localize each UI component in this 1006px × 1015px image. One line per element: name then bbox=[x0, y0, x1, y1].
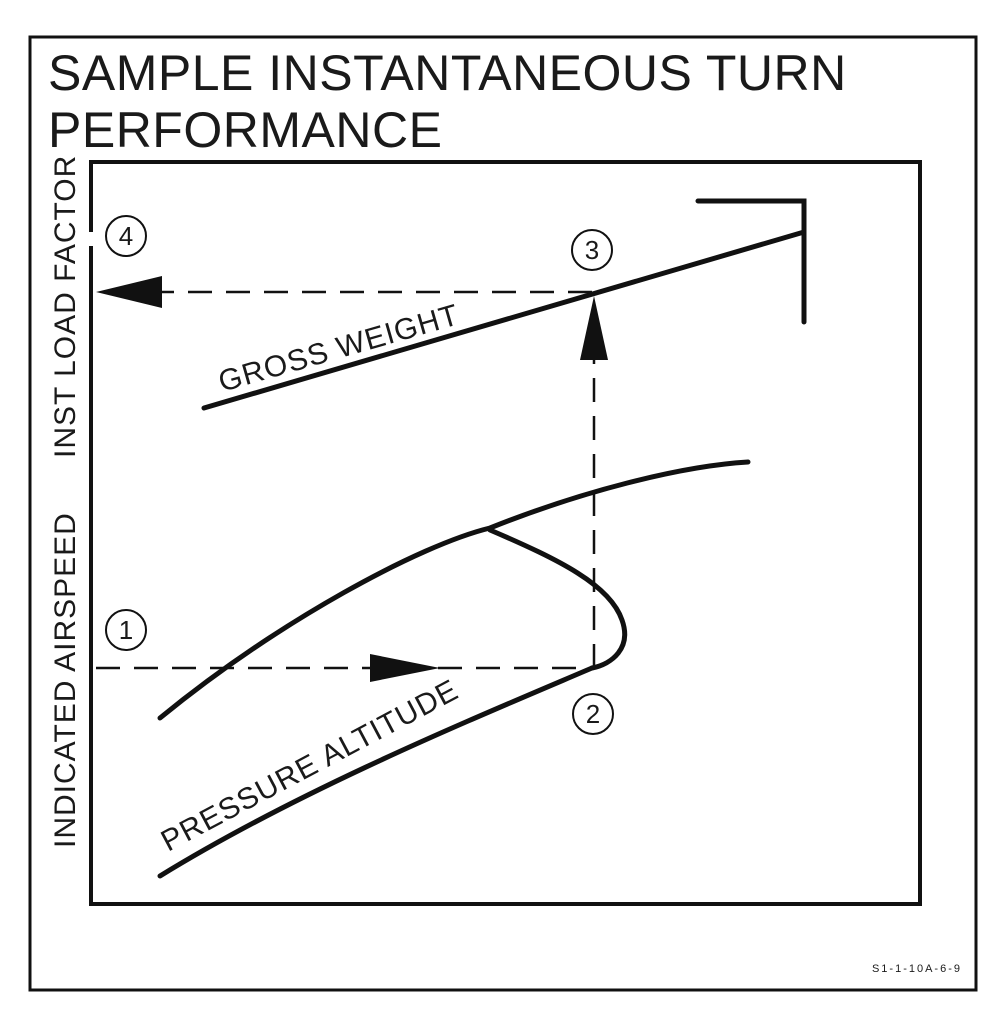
svg-text:1: 1 bbox=[119, 615, 133, 645]
title-line-1: SAMPLE INSTANTANEOUS TURN bbox=[48, 45, 847, 101]
pressure-altitude-lower-curve bbox=[157, 665, 595, 879]
plot-frame bbox=[89, 160, 922, 906]
step-marker-1: 1 bbox=[105, 609, 147, 651]
step-marker-4: 4 bbox=[105, 215, 147, 257]
svg-text:3: 3 bbox=[585, 235, 599, 265]
y-axis-label-airspeed: INDICATED AIRSPEED bbox=[49, 512, 82, 848]
svg-text:4: 4 bbox=[119, 221, 133, 251]
pressure-altitude-upper-curve bbox=[157, 459, 751, 721]
arrow-right-icon bbox=[370, 654, 440, 682]
arrow-left-icon bbox=[96, 276, 162, 308]
corner-bracket bbox=[695, 198, 807, 325]
y-axis-label-load-factor: INST LOAD FACTOR bbox=[49, 155, 82, 458]
svg-text:2: 2 bbox=[586, 699, 600, 729]
step-marker-2: 2 bbox=[572, 693, 614, 735]
step-marker-3: 3 bbox=[571, 229, 613, 271]
arrow-up-icon bbox=[580, 296, 608, 360]
frame-gap-upper bbox=[86, 232, 96, 246]
gross-weight-line bbox=[201, 229, 807, 411]
pressure-altitude-connector bbox=[487, 527, 628, 671]
figure-id: S1-1-10A-6-9 bbox=[872, 963, 962, 975]
outer-frame bbox=[28, 35, 978, 992]
title-line-2: PERFORMANCE bbox=[48, 102, 442, 158]
